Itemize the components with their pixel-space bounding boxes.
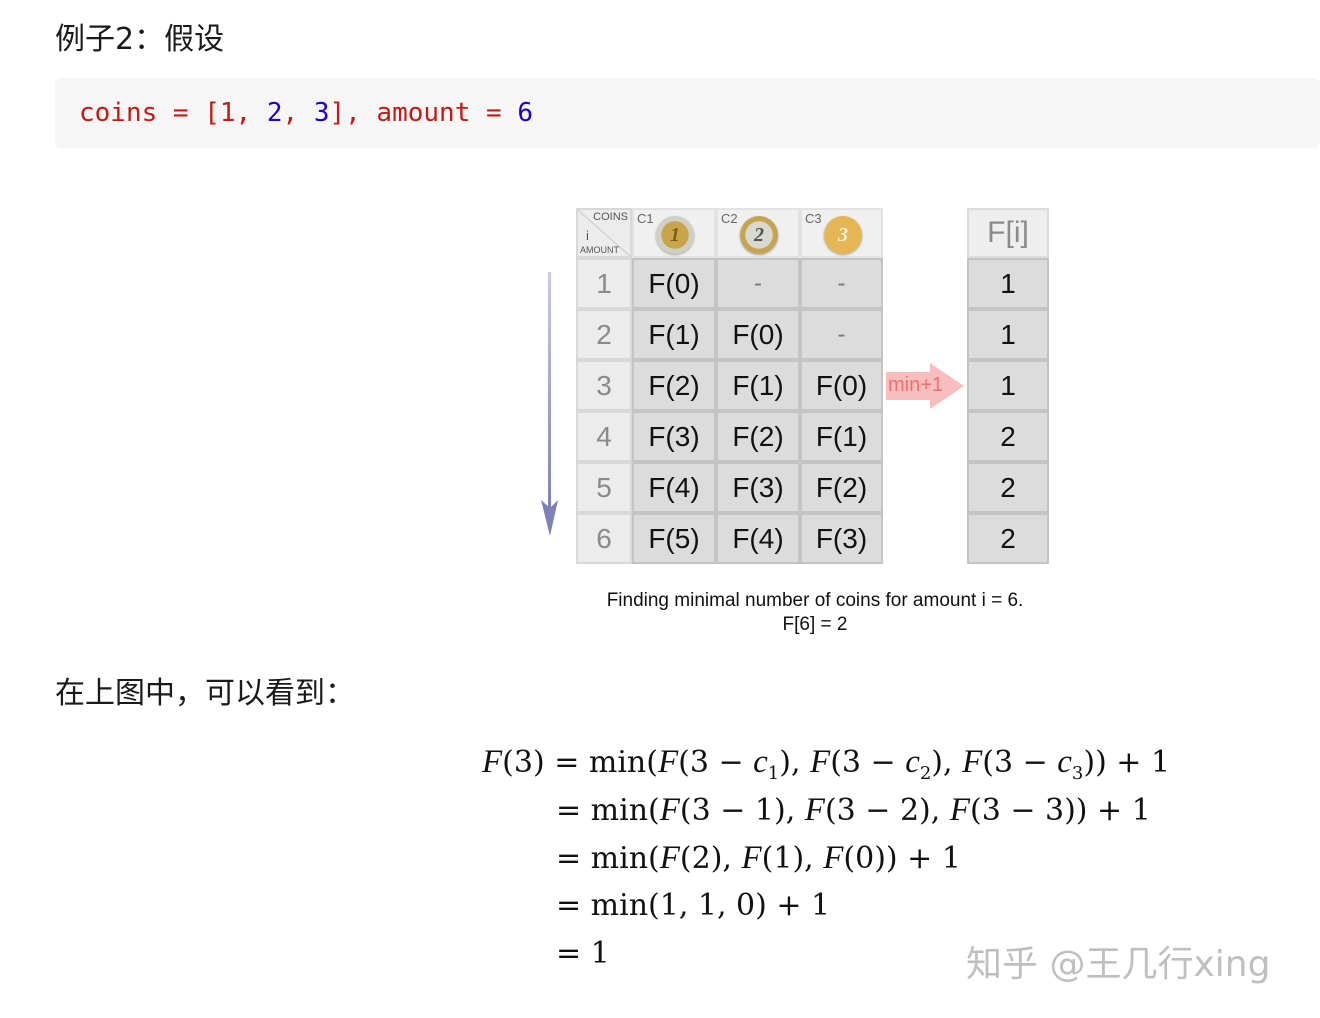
- coin-3-icon: 3: [824, 216, 862, 254]
- code-block: coins = [1, 2, 3], amount = 6: [55, 78, 1320, 148]
- table-cell: F(1): [632, 309, 716, 360]
- result-cell: 1: [967, 258, 1049, 309]
- result-column-header: F[i]: [967, 208, 1049, 258]
- table-cell: F(3): [800, 513, 883, 564]
- table-cell: -: [800, 309, 883, 360]
- paragraph-text: 在上图中，可以看到：: [55, 676, 355, 711]
- column-header-c1: C1 1: [632, 208, 716, 258]
- column-header-c3: C3 3: [800, 208, 883, 258]
- table-cell: F(3): [716, 462, 800, 513]
- corner-amount-label: AMOUNT: [580, 245, 619, 255]
- result-cell: 2: [967, 513, 1049, 564]
- table-cell: F(0): [632, 258, 716, 309]
- coin-2-icon: 2: [740, 216, 778, 254]
- table-cell: -: [800, 258, 883, 309]
- table-cell: F(5): [632, 513, 716, 564]
- corner-i-label: i: [586, 228, 589, 243]
- table-cell: -: [716, 258, 800, 309]
- row-header: 3: [576, 360, 632, 411]
- corner-coins-label: COINS: [593, 211, 628, 223]
- min-plus-one-arrow-icon: [886, 363, 964, 409]
- formula-line-5: = 1: [556, 936, 610, 971]
- row-header: 4: [576, 411, 632, 462]
- down-arrow-icon: [541, 272, 558, 536]
- formula-line-1: F(3) = min(F(3 − c1), F(3 − c2), F(3 − c…: [482, 744, 1171, 784]
- table-cell: F(0): [800, 360, 883, 411]
- figure-caption-line-1: Finding minimal number of coins for amou…: [606, 590, 1024, 611]
- result-cell: 2: [967, 462, 1049, 513]
- row-header: 5: [576, 462, 632, 513]
- formula-line-3: = min(F(2), F(1), F(0)) + 1: [556, 840, 961, 876]
- table-cell: F(1): [716, 360, 800, 411]
- code-token: 6: [517, 98, 533, 128]
- table-cell: F(2): [632, 360, 716, 411]
- result-cell: 1: [967, 309, 1049, 360]
- figure-caption-line-2: F[6] = 2: [782, 614, 848, 635]
- table-corner-header: COINS i AMOUNT: [576, 208, 632, 258]
- table-cell: F(3): [632, 411, 716, 462]
- result-cell: 1: [967, 360, 1049, 411]
- table-cell: F(4): [632, 462, 716, 513]
- row-header: 1: [576, 258, 632, 309]
- column-label: C1: [637, 211, 654, 226]
- section-heading: 例子2：假设: [55, 22, 225, 57]
- column-header-c2: C2 2: [716, 208, 800, 258]
- formula-line-2: = min(F(3 − 1), F(3 − 2), F(3 − 3)) + 1: [556, 792, 1151, 828]
- table-cell: F(2): [716, 411, 800, 462]
- code-token: ,: [282, 98, 314, 128]
- code-token: 2: [266, 98, 283, 128]
- code-token: 3: [313, 98, 330, 128]
- min-plus-one-label: min+1: [888, 374, 944, 396]
- formula-line-4: = min(1, 1, 0) + 1: [556, 888, 831, 923]
- table-cell: F(2): [800, 462, 883, 513]
- column-label: C3: [805, 211, 822, 226]
- table-cell: F(4): [716, 513, 800, 564]
- code-token: ], amount =: [329, 98, 518, 128]
- coin-1-icon: 1: [656, 216, 694, 254]
- column-label: C2: [721, 211, 738, 226]
- result-cell: 2: [967, 411, 1049, 462]
- code-token: coins = [1,: [79, 98, 267, 128]
- row-header: 2: [576, 309, 632, 360]
- row-header: 6: [576, 513, 632, 564]
- table-cell: F(0): [716, 309, 800, 360]
- watermark: 知乎 @王几行xing: [966, 944, 1271, 985]
- table-cell: F(1): [800, 411, 883, 462]
